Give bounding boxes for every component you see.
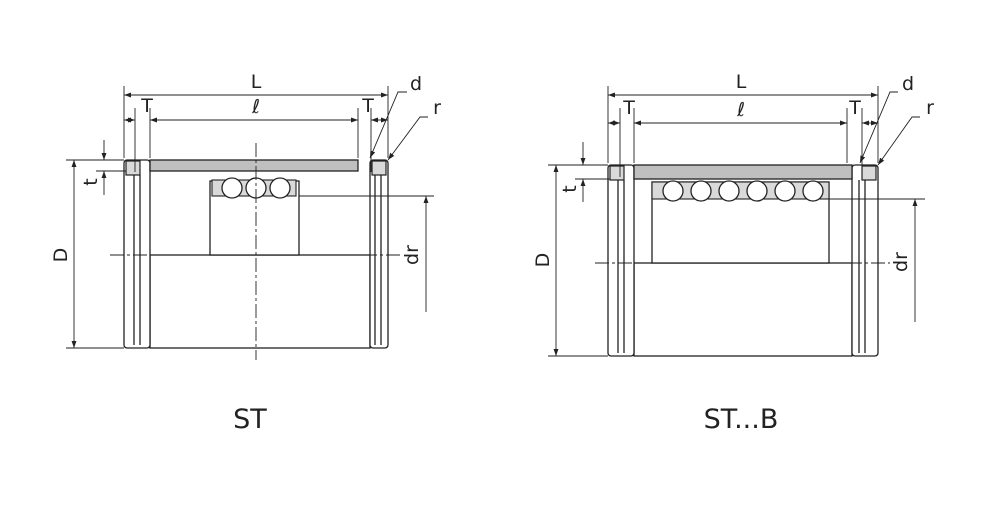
dim-label-r: r: [926, 97, 934, 119]
retainer-ring-left: [125, 160, 141, 176]
outer-sleeve-band: [633, 164, 853, 180]
figure-caption: ST...B: [704, 404, 779, 435]
retainer-ring-left: [609, 165, 625, 181]
dim-label-T-left: T: [622, 97, 635, 119]
dim-label-t: t: [80, 178, 102, 185]
dim-label-dr: dr: [401, 245, 423, 265]
ball: [774, 180, 796, 202]
dim-label-l: ℓ: [251, 96, 260, 118]
ball: [690, 180, 712, 202]
dim-label-T-right: T: [361, 95, 374, 117]
retainer-ring-right: [371, 160, 387, 176]
dim-label-dr: dr: [890, 252, 912, 272]
retainer-ring-right: [861, 165, 877, 181]
dim-label-D: D: [532, 253, 554, 268]
dim-label-D: D: [50, 248, 72, 263]
dim-label-L: L: [251, 71, 262, 93]
ball-row: [662, 180, 824, 202]
ball: [221, 177, 243, 199]
dim-label-d: d: [410, 73, 422, 95]
ball: [802, 180, 824, 202]
ball: [718, 180, 740, 202]
outer-sleeve-band: [149, 159, 359, 172]
figure-caption: ST: [233, 404, 267, 435]
bearing-body: [607, 164, 879, 357]
dim-label-T-right: T: [848, 97, 861, 119]
ball-row: [221, 177, 291, 199]
dim-label-L: L: [736, 71, 747, 93]
dimension-lines: [548, 86, 925, 357]
dim-label-d: d: [902, 73, 914, 95]
figure-st: L ℓ T T d r D t dr ST: [50, 71, 441, 435]
dim-label-l: ℓ: [736, 99, 745, 121]
center-lines: [110, 143, 400, 360]
ball: [269, 177, 291, 199]
figure-st-b: L ℓ T T d r D t dr ST...B: [532, 71, 934, 435]
ball: [746, 180, 768, 202]
dim-label-T-left: T: [140, 95, 153, 117]
ball: [662, 180, 684, 202]
dim-label-t: t: [559, 185, 581, 192]
dim-label-r: r: [433, 97, 441, 119]
dimension-lines: [66, 86, 434, 349]
